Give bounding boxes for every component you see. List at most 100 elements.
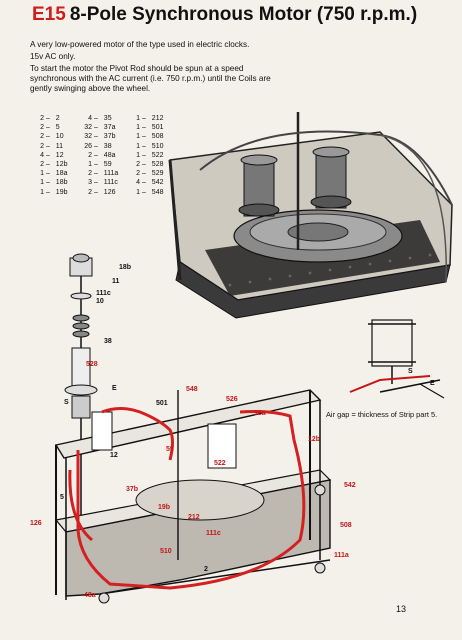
parts-row: 4 – 35 xyxy=(80,114,118,123)
callout-18b: 18b xyxy=(119,264,132,271)
parts-row: 2 – 2 xyxy=(32,114,67,123)
part-number: 48a xyxy=(103,151,116,159)
callout-5: 5 xyxy=(60,494,64,501)
intro-line: 15v AC only. xyxy=(30,52,76,61)
part-number: 2 xyxy=(55,115,60,122)
callout-522: 522 xyxy=(214,460,226,467)
callout-528: 528 xyxy=(86,361,98,368)
part-quantity: 32 xyxy=(84,133,92,141)
exploded-part-stack xyxy=(64,253,98,560)
callout-508: 508 xyxy=(340,522,352,529)
part-number: 38 xyxy=(103,142,112,150)
callout-501: 501 xyxy=(156,400,168,407)
callout-s-left: S xyxy=(64,399,69,406)
callout-e-right: E xyxy=(430,380,435,387)
part-number: 528 xyxy=(151,160,164,168)
part-quantity: 2 xyxy=(136,170,140,178)
parts-row: 2 – 529 xyxy=(128,169,163,178)
part-quantity: 1 xyxy=(136,133,140,141)
air-gap-caption: Air gap = thickness of Strip part 5. xyxy=(326,410,438,419)
part-quantity: 4 xyxy=(88,115,92,122)
parts-row: 4 – 12 xyxy=(32,151,67,160)
part-quantity: 1 xyxy=(40,179,44,187)
part-quantity: 32 xyxy=(84,124,92,132)
callout-526: 526 xyxy=(226,396,238,403)
air-gap-detail xyxy=(349,319,445,399)
parts-row: 1 – 19b xyxy=(32,188,67,197)
parts-row: 2 – 111a xyxy=(80,169,118,178)
callout-111a: 111a xyxy=(334,552,349,559)
assembled-motor-photo xyxy=(168,112,453,319)
part-number: 508 xyxy=(151,133,164,141)
callout-59: 59 xyxy=(166,446,174,453)
parts-row: 1 – 18a xyxy=(32,169,67,178)
part-quantity: 1 xyxy=(136,188,140,196)
part-number: 5 xyxy=(55,124,60,132)
callout-38: 38 xyxy=(104,338,112,345)
part-quantity: 2 xyxy=(136,160,140,168)
callout-37b: 37b xyxy=(126,486,139,493)
parts-row: 3 – 111c xyxy=(80,178,118,187)
part-number: 11 xyxy=(55,142,64,150)
part-quantity: 2 xyxy=(40,142,44,150)
model-code: E15 xyxy=(32,4,66,25)
part-number: 126 xyxy=(103,188,116,196)
callout-e-left: E xyxy=(112,385,117,392)
part-number: 522 xyxy=(151,151,164,159)
part-quantity: 3 xyxy=(88,179,92,187)
part-quantity: 1 xyxy=(40,188,44,196)
part-quantity: 1 xyxy=(136,115,140,122)
part-number: 18b xyxy=(55,179,68,187)
callout-111c-bottom: 111c xyxy=(206,530,221,537)
callout-2: 2 xyxy=(204,566,208,573)
parts-row: 2 – 528 xyxy=(128,160,163,169)
callout-111c-top: 111c xyxy=(96,290,111,297)
page-number: 13 xyxy=(396,604,407,614)
callout-19b: 19b xyxy=(158,504,171,511)
part-number: 59 xyxy=(103,160,112,168)
parts-row: 32 – 37a xyxy=(80,123,118,132)
callout-11: 11 xyxy=(112,278,120,285)
parts-row: 2 – 12b xyxy=(32,160,67,169)
callout-510: 510 xyxy=(160,548,172,555)
part-quantity: 2 xyxy=(40,160,44,168)
part-quantity: 1 xyxy=(88,160,92,168)
part-quantity: 2 xyxy=(88,188,92,196)
part-quantity: 1 xyxy=(136,142,140,150)
parts-row: 1 – 59 xyxy=(80,160,118,169)
callout-126: 126 xyxy=(30,520,42,527)
part-quantity: 2 xyxy=(40,133,44,141)
callout-548: 548 xyxy=(186,386,198,393)
parts-row: 2 – 11 xyxy=(32,142,67,151)
part-quantity: 2 xyxy=(40,115,44,122)
parts-row: 1 – 18b xyxy=(32,178,67,187)
part-number: 10 xyxy=(55,133,64,141)
part-quantity: 4 xyxy=(136,179,140,187)
intro-text: A very low-powered motor of the type use… xyxy=(30,40,280,96)
parts-row: 1 – 212 xyxy=(128,114,163,123)
part-quantity: 1 xyxy=(40,170,44,178)
parts-row: 2 – 48a xyxy=(80,151,118,160)
part-number: 111c xyxy=(103,179,118,187)
callout-18a: 18a xyxy=(254,410,266,417)
part-number: 501 xyxy=(151,124,164,132)
parts-row: 1 – 522 xyxy=(128,151,163,160)
part-number: 212 xyxy=(151,115,164,122)
parts-row: 2 – 126 xyxy=(80,188,118,197)
parts-row: 1 – 508 xyxy=(128,132,163,141)
callout-212: 212 xyxy=(188,514,200,521)
part-number: 37b xyxy=(103,133,116,141)
part-number: 19b xyxy=(55,188,68,196)
parts-row: 1 – 548 xyxy=(128,188,163,197)
parts-row: 2 – 10 xyxy=(32,132,67,141)
part-number: 548 xyxy=(151,188,164,196)
part-number: 35 xyxy=(103,115,112,122)
part-quantity: 4 xyxy=(40,151,44,159)
part-quantity: 1 xyxy=(136,124,140,132)
parts-row: 1 – 501 xyxy=(128,123,163,132)
part-number: 529 xyxy=(151,170,164,178)
